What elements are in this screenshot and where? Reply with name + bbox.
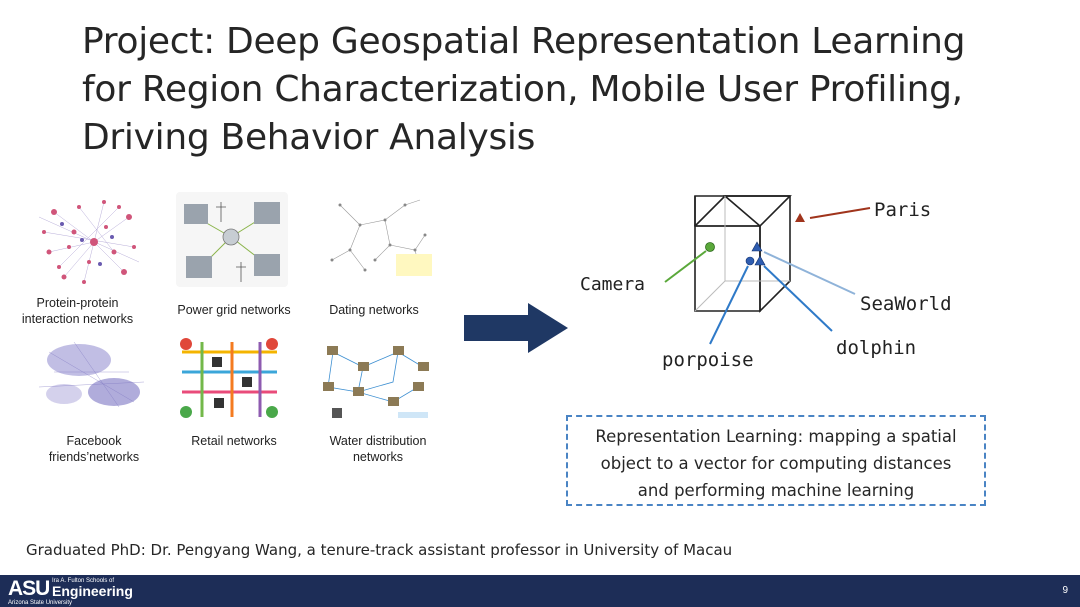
page-number: 9: [1062, 585, 1068, 596]
definition-box: Representation Learning: mapping a spati…: [566, 415, 986, 506]
camera-label: Camera: [580, 274, 645, 295]
definition-line-3: and performing machine learning: [637, 481, 915, 500]
logo-engineering-text: Engineering: [52, 583, 133, 599]
porpoise-marker-icon: [745, 256, 755, 266]
dating-network-caption: Dating networks: [329, 303, 419, 317]
slide-title: Project: Deep Geospatial Representation …: [82, 18, 1042, 162]
asu-logo-mark: ASU: [8, 577, 50, 600]
facebook-network-caption: Facebook friends’networks: [48, 434, 140, 464]
title-line-2: for Region Characterization, Mobile User…: [82, 69, 963, 110]
logo-university-line: Arizona State University: [8, 600, 73, 606]
retail-network-image: [172, 332, 288, 422]
protein-network-image: [34, 192, 146, 287]
slide-footer: ASU Ira A. Fulton Schools of Engineering…: [0, 575, 1080, 607]
title-line-3: Driving Behavior Analysis: [82, 117, 536, 158]
camera-marker-icon: [705, 242, 715, 252]
water-network-caption: Water distribution networks: [329, 434, 427, 464]
water-network-image: [318, 332, 436, 422]
facebook-network-image: [34, 332, 150, 422]
retail-network-caption: Retail networks: [191, 434, 277, 448]
porpoise-label: porpoise: [662, 349, 754, 371]
paris-label: Paris: [874, 199, 931, 221]
seaworld-label: SeaWorld: [860, 293, 952, 315]
protein-network-caption: Protein-protein interaction networks: [21, 296, 134, 326]
dolphin-label: dolphin: [836, 337, 916, 359]
asu-engineering-logo: ASU Ira A. Fulton Schools of Engineering…: [8, 577, 138, 607]
power-grid-caption: Power grid networks: [177, 303, 291, 317]
logo-school-line: Ira A. Fulton Schools of: [52, 578, 115, 584]
definition-line-2: object to a vector for computing distanc…: [600, 454, 952, 473]
right-arrow-icon: [464, 303, 568, 353]
graduate-note: Graduated PhD: Dr. Pengyang Wang, a tenu…: [26, 541, 733, 559]
title-line-1: Project: Deep Geospatial Representation …: [82, 21, 966, 62]
paris-marker-icon: [795, 213, 805, 222]
power-grid-image: [176, 192, 288, 287]
embedding-space-diagram: Paris Camera SeaWorld dolphin porpoise: [580, 195, 952, 371]
dolphin-marker-icon: [754, 255, 766, 266]
definition-line-1: Representation Learning: mapping a spati…: [595, 427, 957, 446]
dating-network-image: [320, 190, 438, 285]
seaworld-marker-icon: [751, 241, 763, 252]
